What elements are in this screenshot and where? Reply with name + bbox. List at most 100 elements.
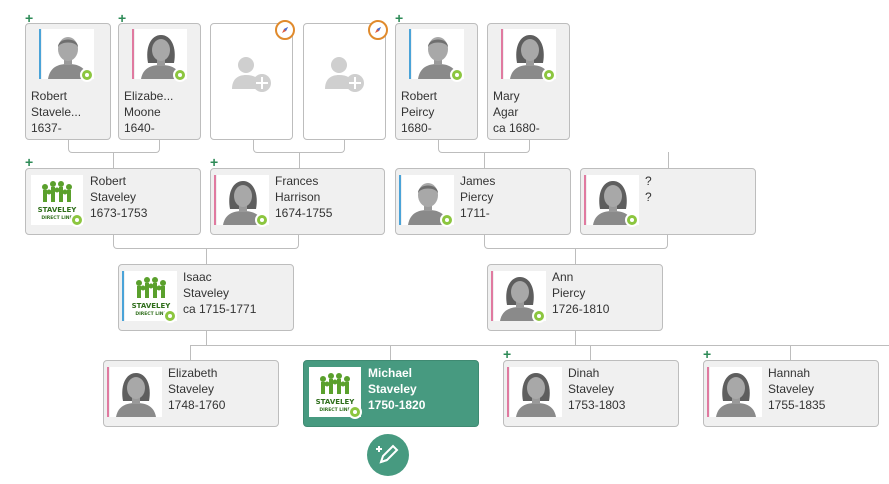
- life-dates: 1673-1753: [90, 206, 148, 220]
- female-indicator: [132, 29, 134, 79]
- connector-stem: [113, 152, 114, 168]
- person-card-james-piercy[interactable]: James Piercy 1711-: [395, 168, 571, 235]
- hint-badge-icon[interactable]: [348, 405, 362, 419]
- person-info: ? ?: [645, 173, 652, 205]
- person-card-frances-harrison[interactable]: Frances Harrison 1674-1755: [210, 168, 385, 235]
- connector-children-bar: [190, 345, 889, 346]
- female-avatar-icon: [710, 367, 762, 417]
- first-name: Mary: [493, 89, 520, 103]
- connector-stem: [190, 345, 191, 361]
- male-indicator: [39, 29, 41, 79]
- logo-text: STAVELEY: [132, 302, 172, 310]
- hint-badge-icon[interactable]: [80, 68, 94, 82]
- connector-gp-left: [113, 235, 299, 249]
- expand-plus-icon[interactable]: +: [25, 10, 34, 26]
- female-indicator: [707, 367, 709, 417]
- life-dates: 1755-1835: [768, 398, 826, 412]
- compass-icon[interactable]: [275, 20, 295, 40]
- expand-plus-icon[interactable]: +: [25, 154, 34, 170]
- hint-badge-icon[interactable]: [440, 213, 454, 227]
- life-dates: 1748-1760: [168, 398, 226, 412]
- expand-plus-icon[interactable]: +: [395, 10, 404, 26]
- person-card-unknown[interactable]: ? ?: [580, 168, 756, 235]
- compass-icon[interactable]: [368, 20, 388, 40]
- first-name: Elizabeth: [168, 366, 218, 380]
- edit-person-button[interactable]: [367, 434, 409, 476]
- person-card-elizabeth-staveley[interactable]: Elizabeth Staveley 1748-1760: [103, 360, 279, 427]
- first-name: James: [460, 174, 496, 188]
- person-card-ann-piercy[interactable]: Ann Piercy 1726-1810: [487, 264, 663, 331]
- first-name: Ann: [552, 270, 574, 284]
- female-avatar-icon: [510, 367, 562, 417]
- last-name: Staveley: [768, 382, 815, 396]
- female-indicator: [584, 175, 586, 225]
- male-indicator: [409, 29, 411, 79]
- last-name: ?: [645, 190, 652, 204]
- add-person-card[interactable]: [303, 23, 386, 140]
- person-info: Mary Agar ca 1680-: [493, 88, 540, 136]
- female-indicator: [107, 367, 109, 417]
- add-person-icon: [319, 49, 371, 104]
- expand-plus-icon[interactable]: +: [210, 154, 219, 170]
- add-person-icon: [226, 49, 278, 104]
- person-card-isaac-staveley[interactable]: STAVELEY DIRECT LINE Isaac Staveley ca 1…: [118, 264, 294, 331]
- person-info: James Piercy 1711-: [460, 173, 495, 221]
- person-card-michael-staveley-selected[interactable]: STAVELEY DIRECT LINE Michael Staveley 17…: [303, 360, 479, 427]
- life-dates: 1726-1810: [552, 302, 610, 316]
- life-dates: ca 1715-1771: [183, 302, 257, 316]
- last-name: Peircy: [401, 105, 435, 119]
- hint-badge-icon[interactable]: [70, 213, 84, 227]
- expand-plus-icon[interactable]: +: [118, 10, 127, 26]
- last-name: Moone: [124, 105, 161, 119]
- first-name: ?: [645, 174, 652, 188]
- person-card-mary-agar[interactable]: Mary Agar ca 1680-: [487, 23, 570, 140]
- person-info: Frances Harrison 1674-1755: [275, 173, 332, 221]
- male-indicator: [399, 175, 401, 225]
- connector-stem: [206, 331, 207, 345]
- hint-badge-icon[interactable]: [542, 68, 556, 82]
- connector-stem: [790, 345, 791, 361]
- person-card-robert-peircy[interactable]: Robert Peircy 1680-: [395, 23, 478, 140]
- connector-gen4-right: [438, 139, 530, 153]
- last-name: Staveley: [568, 382, 615, 396]
- logo-text: STAVELEY: [316, 398, 356, 406]
- person-info: Ann Piercy 1726-1810: [552, 269, 609, 317]
- connector-stem: [668, 152, 669, 168]
- expand-plus-icon[interactable]: +: [503, 346, 512, 362]
- person-card-robert-staveley-1637[interactable]: Robert Stavele... 1637-: [25, 23, 111, 140]
- connector-stem: [299, 152, 300, 168]
- last-name: Harrison: [275, 190, 321, 204]
- person-card-robert-staveley-1673[interactable]: STAVELEY DIRECT LINE Robert Staveley 167…: [25, 168, 201, 235]
- hint-badge-icon[interactable]: [450, 68, 464, 82]
- last-name: Staveley: [183, 286, 230, 300]
- first-name: Elizabe...: [124, 89, 174, 103]
- first-name: Robert: [401, 89, 438, 103]
- last-name: Staveley: [90, 190, 137, 204]
- first-name: Michael: [368, 366, 413, 380]
- connector-gp-right: [484, 235, 668, 249]
- person-card-dinah-staveley[interactable]: Dinah Staveley 1753-1803: [503, 360, 679, 427]
- hint-badge-icon[interactable]: [173, 68, 187, 82]
- person-info: Isaac Staveley ca 1715-1771: [183, 269, 256, 317]
- person-info: Robert Staveley 1673-1753: [90, 173, 147, 221]
- person-card-hannah-staveley[interactable]: Hannah Staveley 1755-1835: [703, 360, 879, 427]
- add-person-card[interactable]: [210, 23, 293, 140]
- hint-badge-icon[interactable]: [163, 309, 177, 323]
- hint-badge-icon[interactable]: [625, 213, 639, 227]
- female-indicator: [507, 367, 509, 417]
- hint-badge-icon[interactable]: [532, 309, 546, 323]
- connector-gen4-left: [68, 139, 160, 153]
- first-name: Isaac: [183, 270, 212, 284]
- expand-plus-icon[interactable]: +: [703, 346, 712, 362]
- last-name: Stavele...: [31, 105, 82, 119]
- life-dates: ca 1680-: [493, 121, 540, 135]
- person-info: Dinah Staveley 1753-1803: [568, 365, 625, 413]
- person-info: Elizabe... Moone 1640-: [124, 88, 173, 136]
- edit-pencil-icon: [367, 434, 409, 476]
- first-name: Frances: [275, 174, 319, 188]
- person-card-elizabeth-moone[interactable]: Elizabe... Moone 1640-: [118, 23, 201, 140]
- person-info: Michael Staveley 1750-1820: [368, 365, 425, 413]
- hint-badge-icon[interactable]: [255, 213, 269, 227]
- life-dates: 1640-: [124, 121, 155, 135]
- person-info: Hannah Staveley 1755-1835: [768, 365, 825, 413]
